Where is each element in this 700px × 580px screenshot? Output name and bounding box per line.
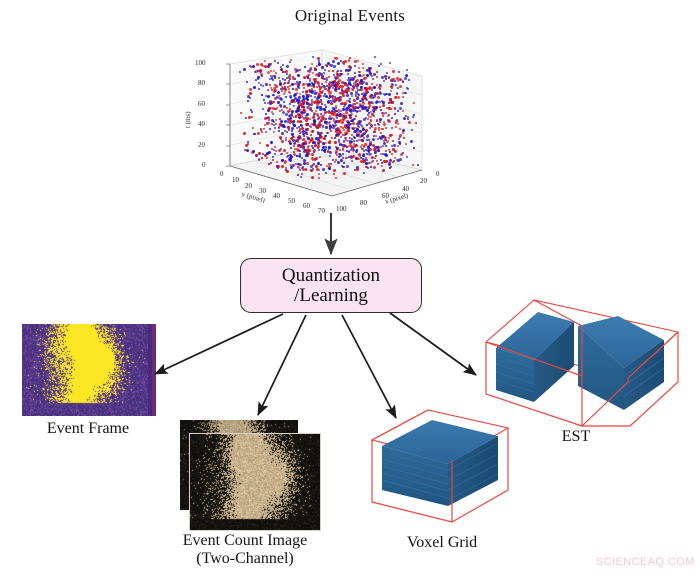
event-count-front-canvas <box>190 434 320 530</box>
arrow-quantization-to-est <box>389 312 477 376</box>
scatter-z-tick-40: 40 <box>198 120 205 128</box>
scatter-y-tick-20: 20 <box>245 182 252 190</box>
event-frame-canvas <box>22 324 148 416</box>
est-illustration <box>478 286 694 438</box>
event-frame-caption: Event Frame <box>14 420 162 438</box>
scatter-z-tick-80: 80 <box>198 79 205 87</box>
quantization-box-text: Quantization /Learning <box>281 264 381 306</box>
event-frame-image <box>22 324 156 416</box>
voxel-grid-illustration <box>360 402 520 532</box>
scatter-y-tick-10: 10 <box>232 176 239 184</box>
scatter-y-tick-0: 0 <box>220 170 224 178</box>
event-count-image-caption: Event Count Image (Two-Channel) <box>160 532 330 568</box>
scatter-x-tick-0: 0 <box>436 170 440 178</box>
figure-title: Original Events <box>294 6 406 25</box>
quantization-label-line2: /Learning <box>294 284 368 306</box>
quantization-learning-box[interactable]: Quantization /Learning <box>240 258 422 313</box>
scatter-x-tick-80: 80 <box>360 199 367 207</box>
est-caption-line1: EST <box>561 428 591 445</box>
event-count-image-channel-front <box>190 434 320 530</box>
arrow-quantization-to-event-frame <box>154 313 284 375</box>
event-count-caption-line2: (Two-Channel) <box>196 549 294 567</box>
event-frame-caption-line1: Event Frame <box>46 420 130 437</box>
scatter-x-tick-40: 40 <box>402 185 409 193</box>
scatter-z-axis-title: t (ms) <box>184 111 192 128</box>
voxel-grid-caption: Voxel Grid <box>372 534 512 552</box>
original-events-scatter-plot: 0 20 40 60 80 100 t (ms) 0 10 20 30 40 5… <box>184 46 446 215</box>
scatter-y-tick-70: 70 <box>318 207 325 215</box>
scatter-z-tick-0: 0 <box>202 161 206 169</box>
scatter-y-tick-40: 40 <box>273 192 280 200</box>
event-count-caption-line1: Event Count Image <box>182 532 308 549</box>
quantization-label-line1: Quantization <box>281 264 381 286</box>
scatter-z-tick-20: 20 <box>198 141 205 149</box>
voxel-grid-svg <box>370 409 510 523</box>
arrow-quantization-to-event-count-image <box>257 314 307 416</box>
watermark: SCIENCEAQ.COM <box>596 556 695 568</box>
scatter-x-tick-100: 100 <box>336 205 347 213</box>
scatter-x-tick-60: 60 <box>382 192 389 200</box>
scatter-x-tick-20: 20 <box>420 177 427 185</box>
voxel-grid-caption-line1: Voxel Grid <box>406 534 478 551</box>
scatter-y-tick-50: 50 <box>288 197 295 205</box>
scatter-z-tick-100: 100 <box>195 59 206 67</box>
event-point-cloud <box>232 54 422 194</box>
est-svg <box>484 299 680 427</box>
scatter-y-tick-30: 30 <box>259 187 266 195</box>
est-caption: EST <box>516 428 636 446</box>
scatter-z-tick-60: 60 <box>198 100 205 108</box>
scatter-y-tick-60: 60 <box>303 202 310 210</box>
